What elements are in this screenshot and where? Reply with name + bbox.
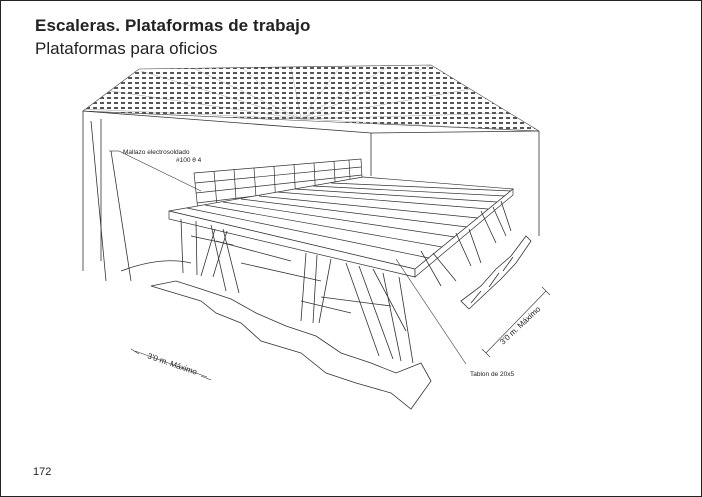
platform-deck xyxy=(168,176,514,278)
dimension-left-label: 3'0 m. Máximo xyxy=(146,351,198,377)
plank-label: Tablon de 20x5 xyxy=(470,371,514,378)
page-subtitle: Plataformas para oficios xyxy=(35,39,218,58)
page-number: 172 xyxy=(33,466,52,478)
mesh-label: Mallazo electrosoldado xyxy=(123,149,190,156)
trestles xyxy=(180,200,512,364)
dimension-lines xyxy=(109,150,551,381)
page-title: Escaleras. Plataformas de trabajo xyxy=(35,16,311,35)
toe-boards xyxy=(150,235,532,410)
room-walls xyxy=(82,110,540,282)
ceiling xyxy=(82,64,540,132)
dimension-right-label: 3'0 m. Máximo xyxy=(498,304,542,346)
mesh-spec-label: #100 θ 4 xyxy=(176,157,202,164)
